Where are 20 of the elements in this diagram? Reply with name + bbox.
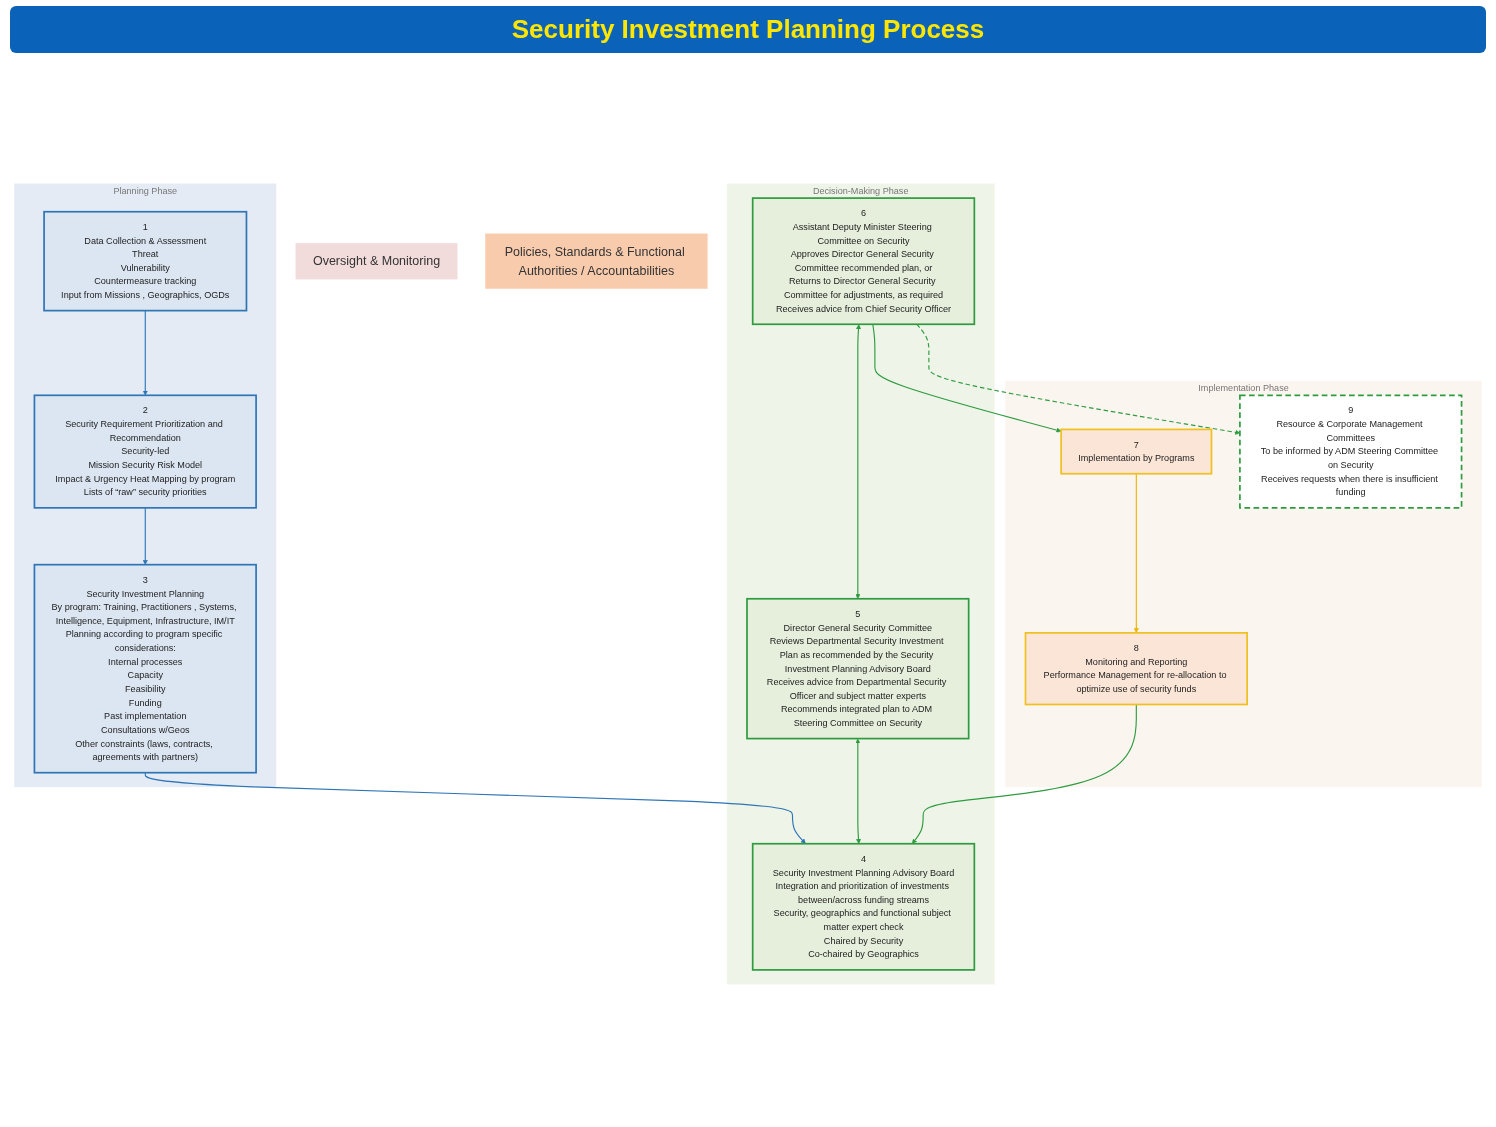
node-box: 1 Data Collection & Assessment Threat Vulnerability Countermeasure tracking Input from Missions , Geographics, OGDs <box>43 210 248 312</box>
arrow <box>855 738 862 844</box>
arrow <box>912 703 1137 844</box>
node-box: 2 Security Requirement Prioritization and Recommendation Security-led Mission Security Risk Model Impact & Urgency Heat Mapping by program Lists of “raw” security priorities <box>33 394 257 509</box>
node-box: Oversight & Monitoring <box>295 243 458 280</box>
node-box: 8 Monitoring and Reporting Performance Management for re-allocation to optimize use of security funds <box>1024 632 1248 706</box>
node-box: 4 Security Investment Planning Advisory Board Integration and prioritization of investments between/across funding streams Security, geographics and functional subject matter expert check Chaired by Security Co-chaired by Geographics <box>751 842 976 971</box>
node-box: 7 Implementation by Programs <box>1060 428 1213 475</box>
arrow <box>142 310 148 396</box>
node-box: 5 Director General Security Committee Reviews Departmental Security Investment Plan as recommended by the Security Investment Planning Advisory Board Receives advice from Departmental Security Officer and subject matter experts Recommends integrated plan to ADM Steering Committee on Security <box>746 597 970 740</box>
node-box: Policies, Standards & Functional Authorities / Accountabilities <box>485 233 708 289</box>
node-box: 6 Assistant Deputy Minister Steering Committee on Security Approves Director General Security Committee recommended plan, or Returns to Director General Security Committee for adjustments, as required Receives advice from Chief Security Officer <box>751 197 976 326</box>
title-banner: Security Investment Planning Process <box>10 6 1486 53</box>
arrow <box>144 772 806 844</box>
arrow <box>1133 473 1139 634</box>
node-box: 9 Resource & Corporate Management Committees To be informed by ADM Steering Committee on Security Receives requests when there is insufficient funding <box>1239 394 1463 509</box>
arrow <box>872 323 1062 433</box>
node-box: 3 Security Investment Planning By program: Training, Practitioners , Systems, Intelligence, Equipment, Infrastructure, IM/IT Planning according to program specific considerations: Internal processes Capacity Feasibility Funding Past implementation Consultations w/Geos Other constraints (laws, contracts, agreements with partners) <box>33 563 257 774</box>
arrow <box>855 324 861 599</box>
arrow <box>142 507 148 565</box>
